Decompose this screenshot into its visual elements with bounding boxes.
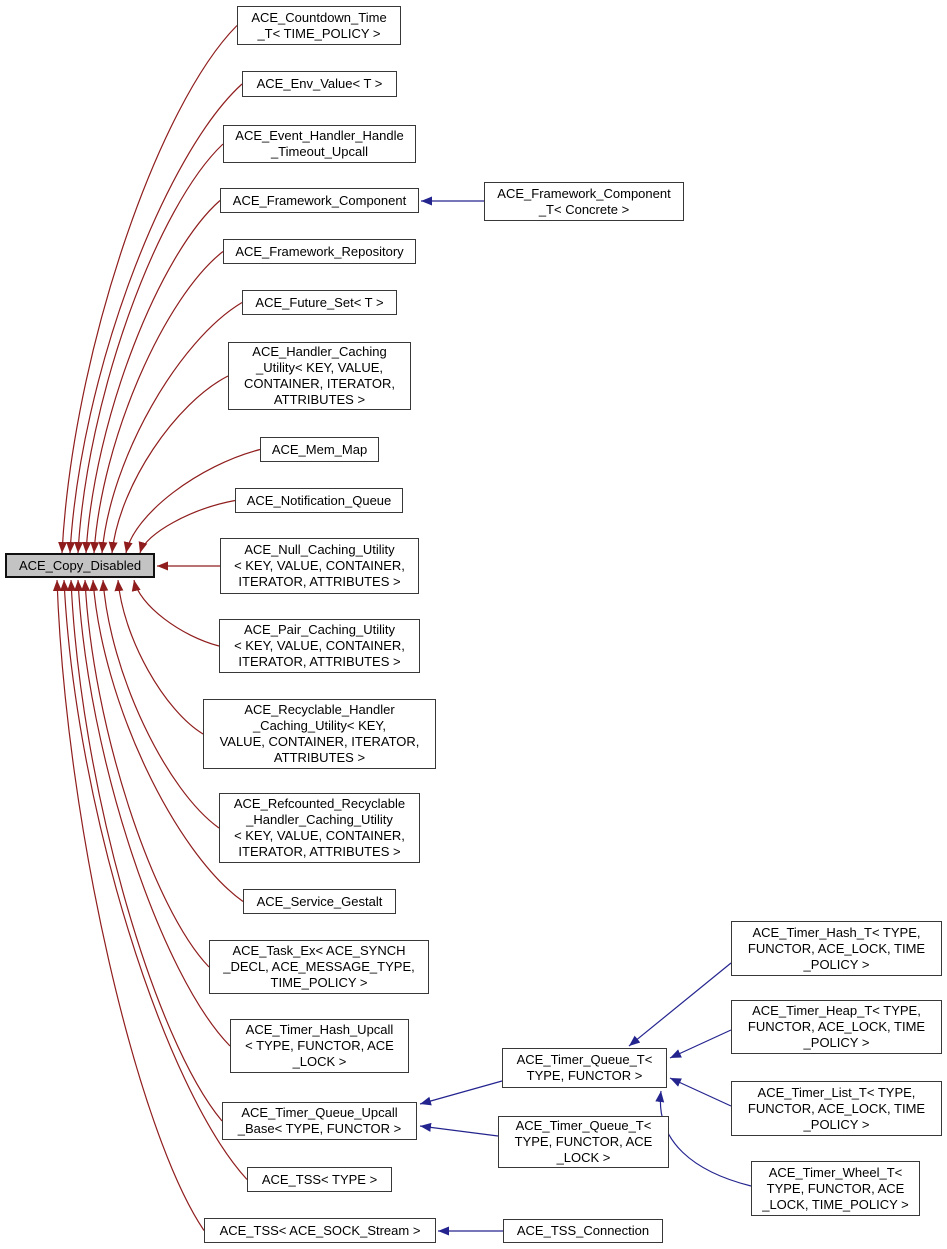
edge-mem_map-to-copy_disabled [123, 448, 261, 554]
edge-tss_type-to-copy_disabled [60, 579, 248, 1180]
node-ace-null-caching-utility[interactable]: ACE_Null_Caching_Utility < KEY, VALUE, C… [220, 538, 419, 594]
edge-framework_component-to-copy_disabled [82, 200, 221, 554]
edge-event_handler-to-copy_disabled [74, 143, 224, 554]
node-ace-timer-heap-t[interactable]: ACE_Timer_Heap_T< TYPE, FUNCTOR, ACE_LOC… [731, 1000, 942, 1054]
edge-future_set-to-copy_disabled [98, 301, 243, 554]
node-ace-task-ex[interactable]: ACE_Task_Ex< ACE_SYNCH _DECL, ACE_MESSAG… [209, 940, 429, 994]
edge-countdown-to-copy_disabled [58, 25, 238, 554]
edge-timer_hash_upcall-to-copy_disabled [74, 579, 231, 1047]
node-ace-timer-list-t[interactable]: ACE_Timer_List_T< TYPE, FUNCTOR, ACE_LOC… [731, 1081, 942, 1136]
edge-framework_repository-to-copy_disabled [90, 251, 224, 554]
node-ace-copy-disabled[interactable]: ACE_Copy_Disabled [5, 553, 155, 578]
node-ace-timer-queue-t[interactable]: ACE_Timer_Queue_T< TYPE, FUNCTOR > [502, 1048, 667, 1088]
node-ace-service-gestalt[interactable]: ACE_Service_Gestalt [243, 889, 396, 914]
node-ace-pair-caching-utility[interactable]: ACE_Pair_Caching_Utility < KEY, VALUE, C… [219, 619, 420, 673]
edge-timer_queue_t_lock-to-timer_queue_upcall_base [419, 1122, 499, 1137]
edge-env_value-to-copy_disabled [66, 83, 243, 554]
edge-timer_hash_t-to-timer_queue_t [628, 962, 732, 1047]
node-ace-env-value[interactable]: ACE_Env_Value< T > [242, 71, 397, 97]
node-ace-recyclable-handler-caching-utility[interactable]: ACE_Recyclable_Handler _Caching_Utility<… [203, 699, 436, 769]
node-ace-notification-queue[interactable]: ACE_Notification_Queue [235, 488, 403, 513]
edge-notification_queue-to-copy_disabled [138, 499, 236, 554]
node-ace-timer-hash-upcall[interactable]: ACE_Timer_Hash_Upcall < TYPE, FUNCTOR, A… [230, 1019, 409, 1073]
node-ace-future-set[interactable]: ACE_Future_Set< T > [242, 290, 397, 315]
node-ace-tss-type[interactable]: ACE_TSS< TYPE > [247, 1167, 392, 1192]
node-ace-timer-hash-t[interactable]: ACE_Timer_Hash_T< TYPE, FUNCTOR, ACE_LOC… [731, 921, 942, 976]
edge-refcounted_recyclable-to-copy_disabled [99, 579, 220, 829]
edge-service_gestalt-to-copy_disabled [89, 579, 244, 902]
edge-timer_list_t-to-timer_queue_t [669, 1077, 732, 1107]
node-ace-timer-queue-t-lock[interactable]: ACE_Timer_Queue_T< TYPE, FUNCTOR, ACE _L… [498, 1116, 669, 1168]
node-ace-event-handler-handle-timeout-upcall[interactable]: ACE_Event_Handler_Handle _Timeout_Upcall [223, 125, 416, 163]
node-ace-handler-caching-utility[interactable]: ACE_Handler_Caching _Utility< KEY, VALUE… [228, 342, 411, 410]
edge-timer_queue_upcall_base-to-copy_disabled [66, 579, 223, 1122]
edge-timer_wheel_t-to-timer_queue_t [655, 1090, 752, 1187]
node-ace-timer-wheel-t[interactable]: ACE_Timer_Wheel_T< TYPE, FUNCTOR, ACE _L… [751, 1161, 920, 1216]
node-ace-framework-component[interactable]: ACE_Framework_Component [220, 188, 419, 213]
node-ace-countdown-time-t[interactable]: ACE_Countdown_Time _T< TIME_POLICY > [237, 6, 401, 45]
edge-recyclable_handler-to-copy_disabled [114, 579, 204, 735]
edge-task_ex-to-copy_disabled [81, 579, 210, 968]
edge-handler_caching-to-copy_disabled [108, 375, 229, 554]
node-ace-timer-queue-upcall-base[interactable]: ACE_Timer_Queue_Upcall _Base< TYPE, FUNC… [222, 1102, 417, 1140]
node-ace-mem-map[interactable]: ACE_Mem_Map [260, 437, 379, 462]
node-ace-framework-repository[interactable]: ACE_Framework_Repository [223, 239, 416, 264]
edge-tss_sock_stream-to-copy_disabled [52, 579, 205, 1231]
node-ace-framework-component-t[interactable]: ACE_Framework_Component _T< Concrete > [484, 182, 684, 221]
edge-timer_heap_t-to-timer_queue_t [669, 1029, 732, 1059]
node-ace-tss-connection[interactable]: ACE_TSS_Connection [503, 1219, 663, 1243]
node-ace-tss-ace-sock-stream[interactable]: ACE_TSS< ACE_SOCK_Stream > [204, 1218, 436, 1243]
edge-pair_caching-to-copy_disabled [131, 579, 220, 647]
edge-timer_queue_t-to-timer_queue_upcall_base [419, 1080, 503, 1106]
node-ace-refcounted-recyclable-handler-caching-utility[interactable]: ACE_Refcounted_Recyclable _Handler_Cachi… [219, 793, 420, 863]
